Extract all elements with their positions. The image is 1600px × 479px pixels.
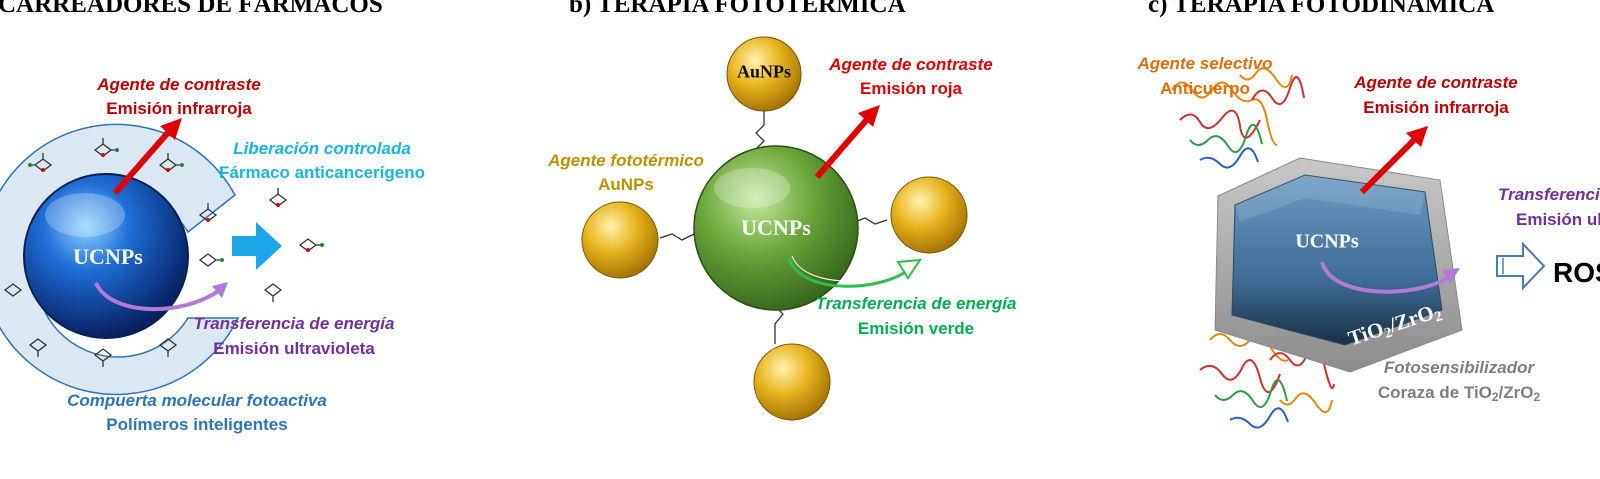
- ucnp-core-a: [23, 173, 189, 339]
- panel-b-title: b) TERAPIA FOTOTÉRMICA: [569, 0, 906, 18]
- panel-b-core-label: UCNPs: [741, 215, 811, 240]
- panel-a-contrast-line2: Emisión infrarroja: [106, 99, 252, 118]
- panel-a-gate-line1: Compuerta molecular fotoactiva: [67, 391, 327, 410]
- aunp-right: [890, 176, 968, 254]
- panel-c-contrast-line1: Agente de contraste: [1354, 73, 1518, 92]
- ucnp-core-c: [1231, 174, 1443, 346]
- panel-c-graphics: [1171, 67, 1546, 429]
- panel-a-graphics: [0, 118, 324, 396]
- panel-c-selective-line1: Agente selectivo: [1137, 54, 1273, 73]
- panel-b-graphics: [581, 36, 968, 421]
- panel-c-photosens-line2: Coraza de TiO2/ZrO2: [1377, 383, 1541, 404]
- panel-a-release-line2: Fármaco anticancerígeno: [219, 163, 425, 182]
- panel-c-energy-line2: Emisión ultravi: [1516, 210, 1600, 229]
- panel-b-contrast-line2: Emisión roja: [859, 79, 963, 98]
- panel-a-energy-line1: Transferencia de energía: [193, 314, 395, 333]
- panel-c-photosens-line1: Fotosensibilizador: [1383, 358, 1535, 377]
- panel-c-title: c) TERAPIA FOTODINÁMICA: [1148, 0, 1495, 18]
- panel-c-contrast-line2: Emisión infrarroja: [1363, 98, 1509, 117]
- panel-a-title: CARREADORES DE FÁRMACOS: [0, 0, 383, 18]
- panel-c-ros-label: ROS: [1553, 257, 1600, 288]
- panel-a-core-label: UCNPs: [73, 244, 143, 269]
- panel-b-contrast-line1: Agente de contraste: [829, 55, 993, 74]
- panel-b-photothermal-line2: AuNPs: [598, 175, 654, 194]
- panel-a-release-line1: Liberación controlada: [233, 139, 411, 158]
- panel-b-energy-line2: Emisión verde: [857, 319, 975, 338]
- drug-molecules: [3, 138, 322, 367]
- ros-arrow: [1496, 241, 1546, 291]
- antibody-top: [1171, 67, 1305, 169]
- panel-c-core-label: UCNPs: [1295, 230, 1359, 253]
- panel-a-energy-line2: Emisión ultravioleta: [213, 339, 375, 358]
- panel-b-aunp-label: AuNPs: [736, 61, 792, 82]
- panel-c-selective-line2: Anticuerpo: [1160, 79, 1250, 98]
- aunp-top: [726, 36, 802, 112]
- ucnp-core-b: [693, 145, 859, 311]
- panel-c-energy-line1: Transferencia de: [1498, 185, 1600, 204]
- panel-b-energy-line1: Transferencia de energía: [815, 294, 1017, 313]
- panel-a-contrast-line1: Agente de contraste: [97, 75, 261, 94]
- panel-a-gate-line2: Polímeros inteligentes: [106, 415, 288, 434]
- aunp-bottom: [753, 343, 831, 421]
- release-arrow: [232, 222, 282, 270]
- aunp-left: [581, 201, 659, 279]
- panel-b-photothermal-line1: Agente fototérmico: [548, 151, 704, 170]
